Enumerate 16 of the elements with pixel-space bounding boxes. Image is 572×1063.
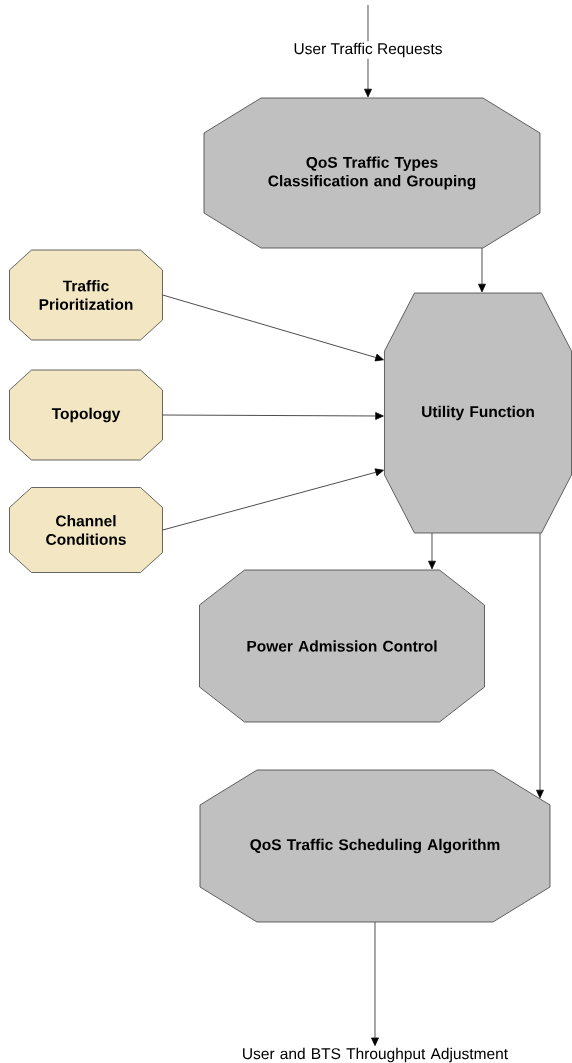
arrow [162,294,384,362]
edge-label: User Traffic Requests [292,41,444,59]
arrow [162,412,384,420]
process-octagon: QoS Traffic Scheduling Algorithm [199,769,551,923]
process-octagon: Utility Function [384,292,572,534]
arrow [478,247,486,293]
arrow [428,532,436,570]
input-octagon: Traffic Prioritization [9,249,163,341]
process-octagon: Power Admission Control [199,569,485,723]
arrow [536,532,544,799]
arrow [162,468,384,531]
process-octagon: QoS Traffic Types Classification and Grouping [203,97,541,249]
input-octagon: Channel Conditions [9,487,163,573]
arrow [371,921,379,1047]
input-octagon: Topology [9,369,163,461]
output-text: User and BTS Throughput Adjustment [243,1047,508,1063]
